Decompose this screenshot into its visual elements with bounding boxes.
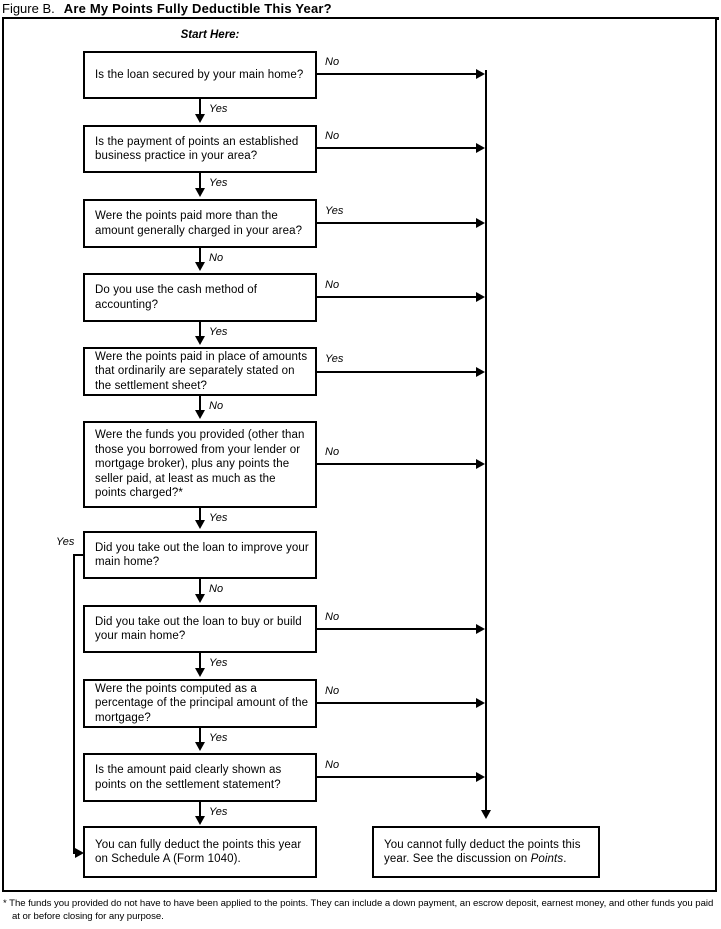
- arrowhead-q4-q5: [195, 336, 205, 345]
- branch-q2-no: [317, 147, 480, 149]
- edge-label-q7-yes: Yes: [56, 536, 75, 548]
- decision-text-q7: Did you take out the loan to improve you…: [95, 541, 309, 569]
- branch-q9-no: [317, 702, 480, 704]
- arrowhead-q6-no: [476, 459, 485, 469]
- connector-q2-q3: [199, 173, 201, 190]
- decision-text-q5: Were the points paid in place of amounts…: [95, 350, 308, 392]
- connector-q4-q5: [199, 322, 201, 338]
- footnote-text: The funds you provided do not have to ha…: [9, 898, 714, 922]
- edge-label-q5-yes: Yes: [325, 353, 344, 365]
- edge-label-q4-yes: Yes: [209, 326, 228, 338]
- figure-title: Are My Points Fully Deductible This Year…: [63, 1, 332, 16]
- decision-text-q9: Were the points computed as a percentage…: [95, 682, 309, 724]
- branch-q3-yes: [317, 222, 480, 224]
- edge-label-q4-no: No: [325, 279, 340, 291]
- arrowhead-q7-q8: [195, 594, 205, 603]
- connector-q8-q9: [199, 653, 201, 670]
- arrowhead-q8-no: [476, 624, 485, 634]
- edge-label-q8-yes: Yes: [209, 657, 228, 669]
- outcome-box-deductible[interactable]: You can fully deduct the points this yea…: [83, 826, 317, 878]
- branch-q10-no: [317, 776, 480, 778]
- outcome-text-not-deductible-part1: You cannot fully deduct the points this …: [384, 838, 581, 866]
- decision-text-q3: Were the points paid more than the amoun…: [95, 210, 303, 237]
- arrowhead-q10-outcome: [195, 816, 205, 825]
- connector-q1-q2: [199, 99, 201, 116]
- page-title: Figure B. Are My Points Fully Deductible …: [2, 0, 719, 17]
- decision-text-q1: Is the loan secured by your main home?: [95, 68, 304, 81]
- arrowhead-q1-no: [476, 69, 485, 79]
- arrowhead-q8-q9: [195, 668, 205, 677]
- arrowhead-q5-q6: [195, 410, 205, 419]
- outcome-box-not-deductible[interactable]: You cannot fully deduct the points this …: [372, 826, 600, 878]
- start-here-label: Start Here:: [180, 29, 240, 41]
- branch-q6-no: [317, 463, 480, 465]
- edge-label-q5-no: No: [209, 400, 224, 412]
- footnote: * The funds you provided do not have to …: [3, 898, 719, 923]
- edge-label-q6-no: No: [325, 446, 340, 458]
- decision-box-q1[interactable]: Is the loan secured by your main home?: [83, 51, 317, 99]
- decision-text-q10: Is the amount paid clearly shown as poin…: [95, 764, 282, 791]
- decision-text-q6: Were the funds you provided (other than …: [95, 429, 305, 500]
- edge-label-q8-no: No: [325, 611, 340, 623]
- decision-text-q2: Is the payment of points an established …: [95, 135, 299, 163]
- decision-box-q8[interactable]: Did you take out the loan to buy or buil…: [83, 605, 317, 653]
- outcome-text-not-deductible-part2: .: [563, 853, 567, 865]
- footnote-marker: *: [3, 898, 7, 909]
- decision-box-q10[interactable]: Is the amount paid clearly shown as poin…: [83, 753, 317, 802]
- connector-q9-q10: [199, 728, 201, 744]
- decision-box-q3[interactable]: Were the points paid more than the amoun…: [83, 199, 317, 248]
- edge-label-q2-yes: Yes: [209, 177, 228, 189]
- arrowhead-rail-outcome: [481, 810, 491, 819]
- decision-box-q5[interactable]: Were the points paid in place of amounts…: [83, 347, 317, 396]
- edge-label-q1-yes: Yes: [209, 103, 228, 115]
- arrowhead-q3-q4: [195, 262, 205, 271]
- branch-q1-no: [317, 73, 480, 75]
- outcome-text-not-deductible-emphasis: Points: [530, 853, 564, 865]
- edge-label-q10-no: No: [325, 759, 340, 771]
- arrowhead-q9-no: [476, 698, 485, 708]
- loop-q7-yes-top: [73, 554, 85, 556]
- footnote-line: * The funds you provided do not have to …: [3, 898, 719, 923]
- arrowhead-q1-q2: [195, 114, 205, 123]
- arrowhead-q2-no: [476, 143, 485, 153]
- edge-label-q2-no: No: [325, 130, 340, 142]
- arrowhead-q7-yes: [75, 848, 84, 858]
- outcome-text-deductible: You can fully deduct the points this yea…: [95, 838, 302, 866]
- connector-q5-q6: [199, 396, 201, 412]
- decision-text-q8: Did you take out the loan to buy or buil…: [95, 615, 302, 643]
- edge-label-q9-no: No: [325, 685, 340, 697]
- edge-label-q7-no: No: [209, 583, 224, 595]
- decision-box-q7[interactable]: Did you take out the loan to improve you…: [83, 531, 317, 579]
- edge-label-q1-no: No: [325, 56, 340, 68]
- decision-box-q6[interactable]: Were the funds you provided (other than …: [83, 421, 317, 508]
- arrowhead-q9-q10: [195, 742, 205, 751]
- edge-label-q10-yes: Yes: [209, 806, 228, 818]
- decision-box-q2[interactable]: Is the payment of points an established …: [83, 125, 317, 173]
- figure-label: Figure B.: [2, 1, 55, 16]
- edge-label-q9-yes: Yes: [209, 732, 228, 744]
- branch-q8-no: [317, 628, 480, 630]
- connector-q10-outcome: [199, 802, 201, 818]
- decision-box-q4[interactable]: Do you use the cash method of accounting…: [83, 273, 317, 322]
- connector-q3-q4: [199, 248, 201, 264]
- decision-text-q4: Do you use the cash method of accounting…: [95, 284, 258, 311]
- connector-q6-q7: [199, 508, 201, 522]
- edge-label-q3-no: No: [209, 252, 224, 264]
- branch-q5-yes: [317, 371, 480, 373]
- arrowhead-q5-yes: [476, 367, 485, 377]
- arrowhead-q4-no: [476, 292, 485, 302]
- outcome-text-not-deductible: You cannot fully deduct the points this …: [384, 838, 592, 867]
- collector-rail: [485, 70, 487, 812]
- arrowhead-q10-no: [476, 772, 485, 782]
- decision-box-q9[interactable]: Were the points computed as a percentage…: [83, 679, 317, 728]
- edge-label-q6-yes: Yes: [209, 512, 228, 524]
- arrowhead-q3-yes: [476, 218, 485, 228]
- branch-q4-no: [317, 296, 480, 298]
- arrowhead-q2-q3: [195, 188, 205, 197]
- loop-q7-yes-side: [73, 554, 75, 854]
- edge-label-q3-yes: Yes: [325, 205, 344, 217]
- connector-q7-q8: [199, 579, 201, 596]
- arrowhead-q6-q7: [195, 520, 205, 529]
